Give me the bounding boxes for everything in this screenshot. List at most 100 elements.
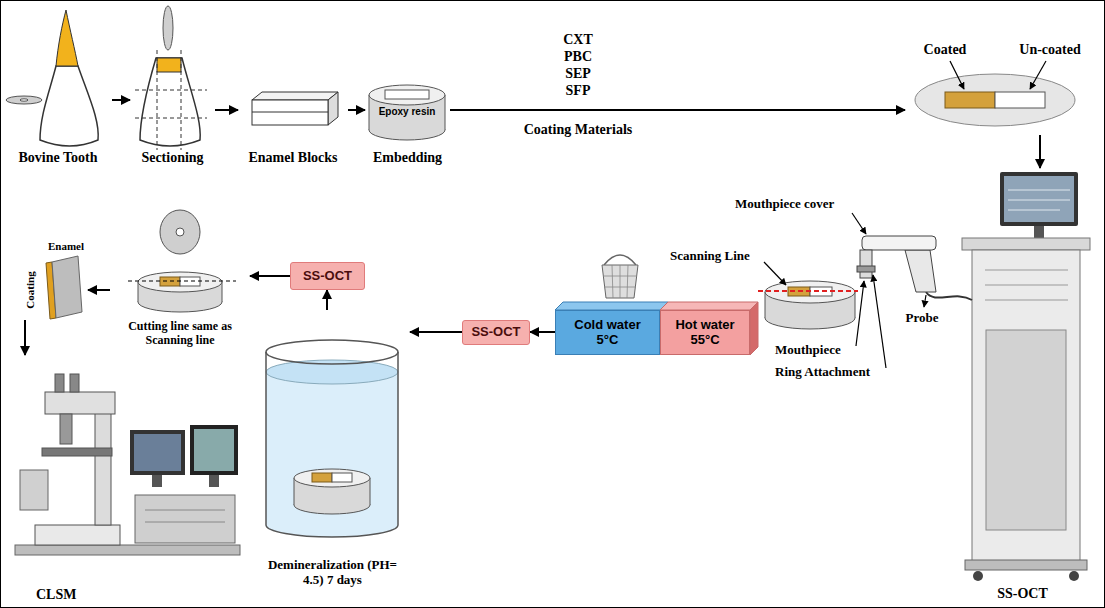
cylinder-edge <box>138 282 139 302</box>
block-top <box>252 92 338 100</box>
coated-half <box>312 473 332 482</box>
flow-arrow <box>450 109 905 111</box>
part-label: Scanning Line <box>670 249 750 264</box>
clsm-step: CLSM <box>8 355 245 605</box>
wheel <box>973 571 983 581</box>
step-caption: CLSM <box>8 587 245 603</box>
part-label: Mouthpiece <box>775 343 841 358</box>
cylinder-edge <box>369 95 370 130</box>
eyepiece <box>70 374 79 392</box>
sectioning-step: Sectioning <box>130 5 215 168</box>
material-code: SFP <box>566 83 591 99</box>
specimen-mount <box>915 74 1075 126</box>
flow-arrow <box>326 290 328 310</box>
cut-line <box>157 50 158 150</box>
step-caption: SS-OCT <box>945 586 1100 602</box>
tooth-enamel <box>56 10 78 66</box>
cylinder-edge <box>370 478 371 505</box>
basket-mesh <box>603 265 637 298</box>
bath-side <box>750 302 758 355</box>
scanning-line <box>758 290 858 292</box>
ring-attachment <box>857 266 875 272</box>
leader-line <box>950 61 964 89</box>
microscope-base <box>35 525 120 545</box>
flow-arrow <box>530 331 555 333</box>
beaker-wall <box>266 352 398 537</box>
controller <box>135 495 235 543</box>
bath-label: Cold water 5°C <box>570 318 646 348</box>
flow-arrow <box>410 331 462 333</box>
objective <box>60 414 72 444</box>
flow-arrow <box>24 320 26 355</box>
part-label: Ring Attachment <box>775 365 870 380</box>
probe-grip <box>905 250 936 292</box>
probe-barrel <box>862 236 936 250</box>
step-caption: Coating Materials <box>524 122 632 138</box>
stage-plate <box>42 448 112 456</box>
machine-panel <box>986 330 1066 530</box>
part-label: Coating <box>24 271 37 308</box>
flow-arrow <box>250 275 290 277</box>
leader-line <box>852 213 866 234</box>
cylinder-edge <box>855 292 856 318</box>
oct-machine: SS-OCT <box>945 168 1100 604</box>
uncoated-half <box>995 92 1045 108</box>
flow-arrow <box>215 109 238 111</box>
part-label: Coated <box>924 42 967 58</box>
process-label: SS-OCT <box>303 269 352 284</box>
demineralization-step: Demineralization (PH= 4.5) 7 days <box>255 310 410 590</box>
leader-line <box>873 275 886 368</box>
basket-handle <box>604 255 636 265</box>
step-caption: Embedding <box>365 150 450 166</box>
embedded-block <box>385 90 429 99</box>
enamel-slice: CoatingEnamel <box>8 240 88 320</box>
cut-line <box>135 118 207 119</box>
screen-lines <box>1008 190 1070 210</box>
microscope-pillar <box>95 405 111 525</box>
monitor-stand <box>1034 226 1044 238</box>
basket <box>602 265 638 298</box>
material-code: PBC <box>564 49 592 65</box>
step-caption: Sectioning <box>130 150 215 166</box>
microscope-head <box>45 392 115 414</box>
monitor-stand <box>209 475 219 487</box>
part-label: Un-coated <box>1019 42 1080 58</box>
saw-disc <box>6 96 42 104</box>
table <box>15 545 240 555</box>
monitor <box>130 430 185 475</box>
flow-arrow <box>1039 135 1041 168</box>
monitor <box>190 425 238 475</box>
part-label: Mouthpiece cover <box>735 197 834 212</box>
leader-line <box>924 295 926 307</box>
tooth-outline <box>140 58 200 146</box>
uncoated-half <box>810 287 832 296</box>
cut-line <box>181 50 182 150</box>
cut-line <box>135 90 207 91</box>
material-code: SEP <box>565 66 591 82</box>
saw-disc <box>163 6 173 50</box>
bath-top <box>660 302 758 310</box>
monitor-screen <box>194 429 234 471</box>
flow-arrow <box>112 99 130 101</box>
cylinder-edge <box>222 282 223 302</box>
leader-line <box>1030 61 1046 89</box>
material-label: Epoxy resin <box>379 106 436 118</box>
process-label: SS-OCT <box>471 325 520 340</box>
cylinder-edge <box>765 292 766 318</box>
wheel <box>1069 571 1079 581</box>
block-side <box>328 92 338 125</box>
probe-cable <box>926 292 972 300</box>
machine-vents <box>985 270 1068 300</box>
step-caption: Bovine Tooth <box>4 150 112 166</box>
scanned-specimen: Scanning Line <box>760 278 862 333</box>
eyepiece <box>55 374 64 392</box>
tooth-step: Bovine Tooth <box>4 5 112 168</box>
part-label: Probe <box>906 311 939 326</box>
monitor-stand <box>152 475 162 487</box>
controller-lines <box>145 510 225 522</box>
saw-hole <box>20 99 28 101</box>
coated-specimen: Coated Un-coated <box>905 35 1095 135</box>
